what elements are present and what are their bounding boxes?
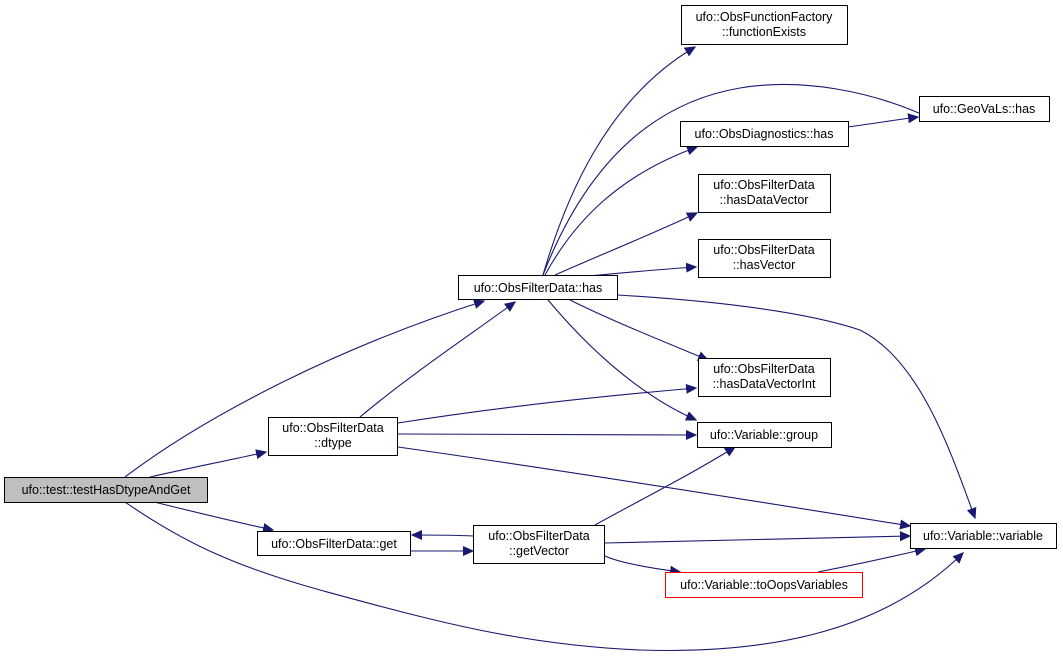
node-hasVector-label-2: ::hasVector	[733, 258, 796, 272]
edge-has-group	[547, 299, 696, 420]
edge-root-variable	[124, 501, 963, 652]
edge-dtype-variable	[397, 446, 910, 526]
node-geoHas-label: ufo::GeoVaLs::has	[933, 102, 1036, 116]
node-functionExists[interactable]: ufo::ObsFunctionFactory ::functionExists	[681, 5, 848, 45]
edge-dtype-has	[359, 302, 515, 418]
node-root-label: ufo::test::testHasDtypeAndGet	[22, 483, 191, 497]
node-root[interactable]: ufo::test::testHasDtypeAndGet	[4, 477, 208, 503]
edge-root-has	[124, 301, 484, 478]
edge-has-diagHas	[544, 147, 697, 276]
edge-toOops-variable	[817, 549, 925, 573]
edge-getVector-variable	[604, 536, 910, 544]
edge-has-geoHas	[542, 84, 930, 276]
edge-has-hasDataVector	[554, 213, 697, 276]
node-group-label: ufo::Variable::group	[710, 428, 818, 442]
node-diagHas[interactable]: ufo::ObsDiagnostics::has	[680, 121, 849, 147]
node-variable[interactable]: ufo::Variable::variable	[910, 523, 1057, 549]
edge-getVector-toOops	[604, 555, 680, 572]
edges	[124, 47, 975, 652]
edge-has-functionExists	[542, 47, 695, 276]
node-getVector-label-1: ufo::ObsFilterData	[488, 529, 589, 543]
node-get-label: ufo::ObsFilterData::get	[271, 537, 397, 551]
edge-diagHas-geoHas	[847, 117, 918, 128]
node-dtype-label-2: ::dtype	[314, 436, 352, 450]
edge-has-hasDataVectorInt	[569, 299, 708, 360]
node-hasDataVectorInt[interactable]: ufo::ObsFilterData ::hasDataVectorInt	[698, 358, 831, 397]
edge-root-dtype	[149, 452, 266, 478]
node-geoHas[interactable]: ufo::GeoVaLs::has	[919, 96, 1050, 122]
node-has[interactable]: ufo::ObsFilterData::has	[458, 275, 618, 300]
node-dtype[interactable]: ufo::ObsFilterData ::dtype	[268, 417, 398, 456]
edge-getVector-get	[412, 535, 474, 536]
node-dtype-label-1: ufo::ObsFilterData	[282, 421, 383, 435]
node-variable-label: ufo::Variable::variable	[923, 529, 1043, 543]
node-hasVector[interactable]: ufo::ObsFilterData ::hasVector	[698, 239, 831, 278]
node-hasDataVectorInt-label-1: ufo::ObsFilterData	[713, 362, 814, 376]
node-toOops-label: ufo::Variable::toOopsVariables	[680, 578, 848, 592]
edge-dtype-hasDataVectorInt	[397, 388, 696, 424]
edge-getVector-group	[594, 447, 735, 526]
node-toOops[interactable]: ufo::Variable::toOopsVariables	[665, 572, 863, 598]
node-hasDataVectorInt-label-2: ::hasDataVectorInt	[713, 377, 816, 391]
node-has-label: ufo::ObsFilterData::has	[474, 281, 603, 295]
node-functionExists-label-2: ::functionExists	[722, 25, 806, 39]
node-hasDataVector-label-2: ::hasDataVector	[720, 193, 809, 207]
node-getVector-label-2: ::getVector	[509, 544, 569, 558]
node-hasDataVector-label-1: ufo::ObsFilterData	[713, 178, 814, 192]
node-hasVector-label-1: ufo::ObsFilterData	[713, 243, 814, 257]
edge-dtype-group	[397, 434, 696, 435]
node-hasDataVector[interactable]: ufo::ObsFilterData ::hasDataVector	[698, 174, 831, 213]
node-getVector[interactable]: ufo::ObsFilterData ::getVector	[473, 525, 605, 564]
edge-has-variable	[617, 294, 975, 518]
node-group[interactable]: ufo::Variable::group	[697, 422, 832, 448]
edge-root-get	[149, 500, 273, 530]
node-diagHas-label: ufo::ObsDiagnostics::has	[695, 127, 834, 141]
node-get[interactable]: ufo::ObsFilterData::get	[257, 531, 411, 556]
node-functionExists-label-1: ufo::ObsFunctionFactory	[696, 10, 834, 24]
